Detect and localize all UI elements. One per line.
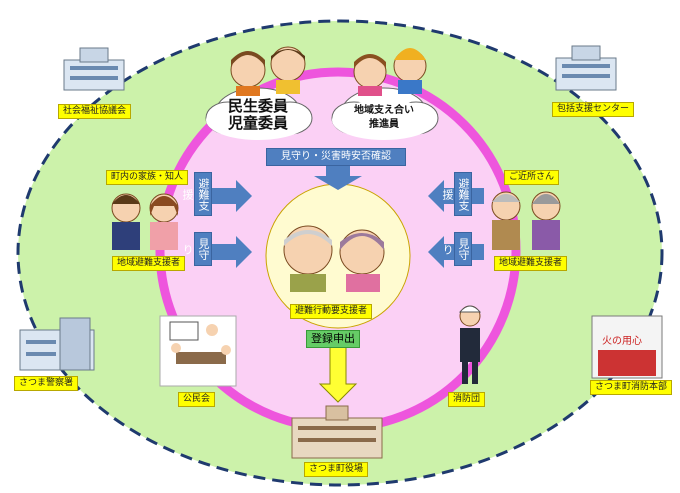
person-minsei-woman-icon: [230, 51, 266, 96]
cloud-left: [205, 87, 313, 140]
family-woman-icon: [149, 193, 179, 250]
arrow-register: [318, 345, 358, 403]
evac-support-right: 避難支援: [441, 172, 472, 216]
neighbor-man-icon: [491, 191, 521, 250]
cloud-right-text: 地域支え合い 推進員: [344, 104, 424, 132]
family-man-icon: [111, 193, 141, 250]
label-social-welfare: 社会福祉協議会: [58, 104, 132, 119]
label-town-family: 町内の家族・知人: [106, 170, 189, 185]
evac-support-left: 避難支援: [181, 172, 212, 216]
label-local-evac-left: 地域避難支援者: [112, 256, 186, 271]
cloud-left-line1: 民生委員: [227, 97, 288, 115]
cloud-right-line1: 地域支え合い: [354, 105, 414, 116]
label-fire-corps: 消防団: [448, 392, 486, 407]
label-town-office: さつま町役場: [304, 462, 369, 477]
town-office-building-icon: [291, 405, 383, 459]
cloud-right-line2: 推進員: [369, 119, 399, 130]
label-police: さつま警察署: [14, 376, 79, 391]
label-comprehensive-support: 包括支援センター: [552, 102, 635, 117]
fire-corps-person-icon: [458, 305, 482, 384]
watch-left: 見守り: [181, 232, 212, 266]
label-neighbors: ご近所さん: [504, 170, 560, 185]
svg-text:火の用心: 火の用心: [602, 335, 642, 347]
label-fire-dept: さつま町消防本部: [590, 380, 673, 395]
police-building-icon: [19, 317, 95, 371]
person-minsei-man-icon: [270, 46, 306, 94]
watch-right: 見守り: [441, 232, 472, 266]
label-local-evac-right: 地域避難支援者: [494, 256, 568, 271]
fire-dept-building-icon: 火の用心: [591, 315, 663, 379]
arrow-top-down: [314, 166, 362, 190]
person-support-woman-icon: [353, 54, 387, 96]
watch-check-box: 見守り・災害時安否確認: [266, 148, 406, 166]
support-center-building-icon: [555, 45, 617, 91]
social-welfare-building-icon: [63, 47, 125, 91]
label-community-hall: 公民会: [178, 392, 216, 407]
elderly-man-icon: [283, 225, 333, 292]
elderly-woman-icon: [339, 229, 385, 292]
register-box: 登録申出: [306, 330, 360, 348]
cloud-left-line2: 児童委員: [227, 114, 288, 132]
person-support-man-icon: [393, 48, 427, 94]
cloud-left-text: 民生委員 児童委員: [218, 98, 298, 132]
community-hall-icon: [159, 315, 237, 387]
cloud-right: [331, 87, 439, 140]
label-evacuee: 避難行動要支援者: [290, 304, 373, 319]
neighbor-woman-icon: [531, 191, 561, 250]
